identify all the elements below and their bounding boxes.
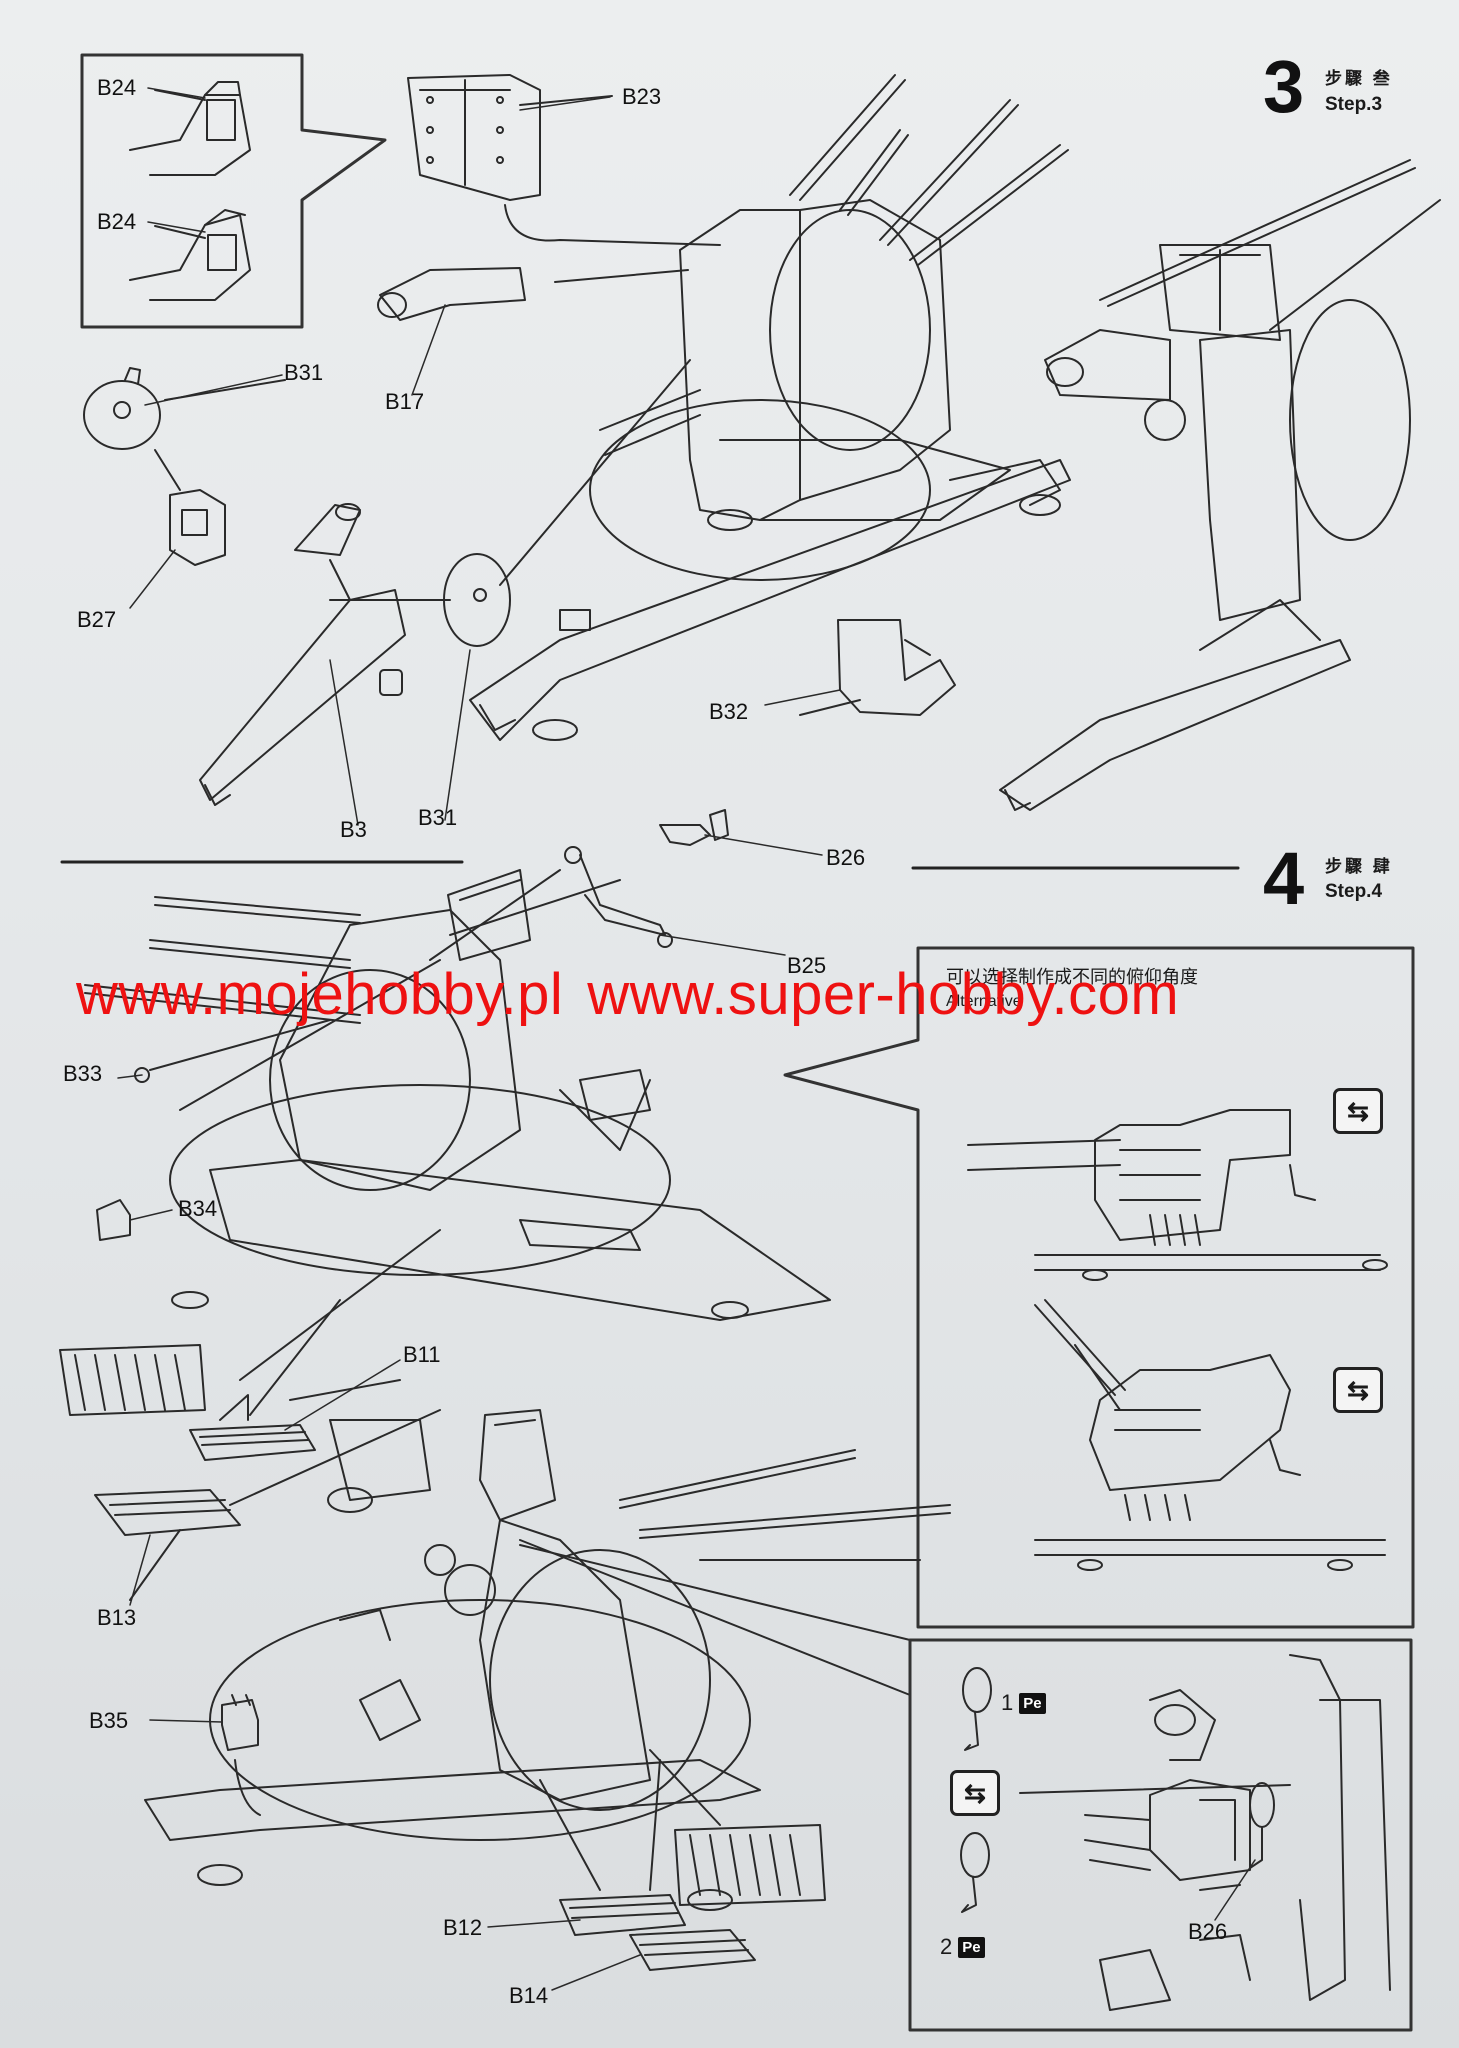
pe-part-1: 1 Pe <box>1001 1690 1046 1716</box>
step3-completed-view <box>999 159 1441 811</box>
step4-lower-assembly <box>144 1409 951 1971</box>
label-b31-b: B31 <box>418 805 458 830</box>
label-b34: B34 <box>178 1196 218 1221</box>
label-b11: B11 <box>403 1342 441 1367</box>
watermark-right: www.super-hobby.com <box>587 962 1180 1027</box>
label-b33: B33 <box>63 1061 103 1086</box>
alternative-note-english: Alternative <box>946 993 1022 1010</box>
label-b35: B35 <box>89 1708 129 1733</box>
label-b17: B17 <box>385 389 425 414</box>
step3-english-title: Step.3 <box>1325 94 1383 115</box>
pe-photo-etch-icon: Pe <box>958 1936 985 1958</box>
alternative-swap-icon: ⇆ <box>1333 1088 1383 1134</box>
label-b26: B26 <box>826 845 866 870</box>
label-b26-detail: B26 <box>1188 1919 1228 1944</box>
label-b13: B13 <box>97 1605 137 1630</box>
step3-main-assembly <box>469 74 1071 741</box>
label-b12: B12 <box>443 1915 483 1940</box>
pe-part-2-number: 2 <box>940 1934 953 1959</box>
step3-number: 3 <box>1263 45 1305 128</box>
step4-upper-assembly <box>84 809 831 1321</box>
step3-exploded-parts <box>83 74 721 806</box>
step4-chinese-title: 步驟 肆 <box>1325 857 1393 876</box>
label-leader-lines <box>117 87 1256 1991</box>
alternative-swap-icon: ⇆ <box>1333 1367 1383 1413</box>
step4-detail-box <box>908 1638 1413 2032</box>
step3-inset-box <box>80 53 387 329</box>
label-b14: B14 <box>509 1983 549 2008</box>
pe-part-1-number: 1 <box>1001 1690 1014 1715</box>
alternative-elevation-low <box>1034 1299 1386 1571</box>
watermark-left: www.mojehobby.pl <box>76 962 564 1027</box>
label-b23: B23 <box>622 84 662 109</box>
pe-photo-etch-icon: Pe <box>1019 1692 1046 1714</box>
pe-part-2: 2 Pe <box>940 1934 985 1960</box>
step4-detail-art <box>960 1654 1391 2011</box>
label-b32: B32 <box>709 699 749 724</box>
alternative-swap-icon: ⇆ <box>950 1770 1000 1816</box>
label-b25: B25 <box>787 953 827 978</box>
label-b24-a: B24 <box>97 75 137 100</box>
step3-chinese-title: 步驟 叁 <box>1325 69 1393 88</box>
alternative-elevation-high <box>967 1109 1388 1281</box>
step4-ammo-parts <box>59 1199 441 1601</box>
label-b3: B3 <box>340 817 367 842</box>
label-b27: B27 <box>77 607 117 632</box>
step3-seat-part <box>799 619 956 716</box>
step4-english-title: Step.4 <box>1325 881 1383 902</box>
step4-number: 4 <box>1263 837 1305 920</box>
label-b24-b: B24 <box>97 209 137 234</box>
label-b31-a: B31 <box>284 360 324 385</box>
alternative-note-chinese: 可以选择制作成不同的俯仰角度 <box>946 967 1198 987</box>
step4-alternative-box <box>783 946 1415 1629</box>
